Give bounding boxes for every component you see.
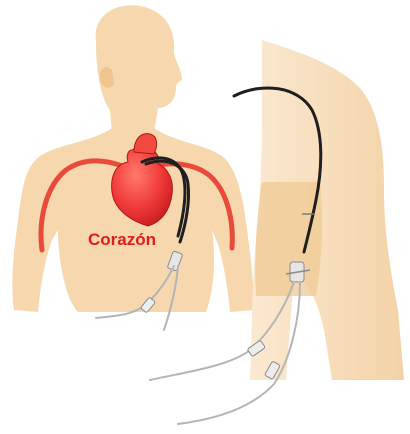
heart-label: Corazón: [88, 230, 156, 250]
patient-front-figure: [12, 5, 254, 312]
arm-shadow: [255, 182, 322, 296]
patient-side-figure: [250, 40, 404, 380]
